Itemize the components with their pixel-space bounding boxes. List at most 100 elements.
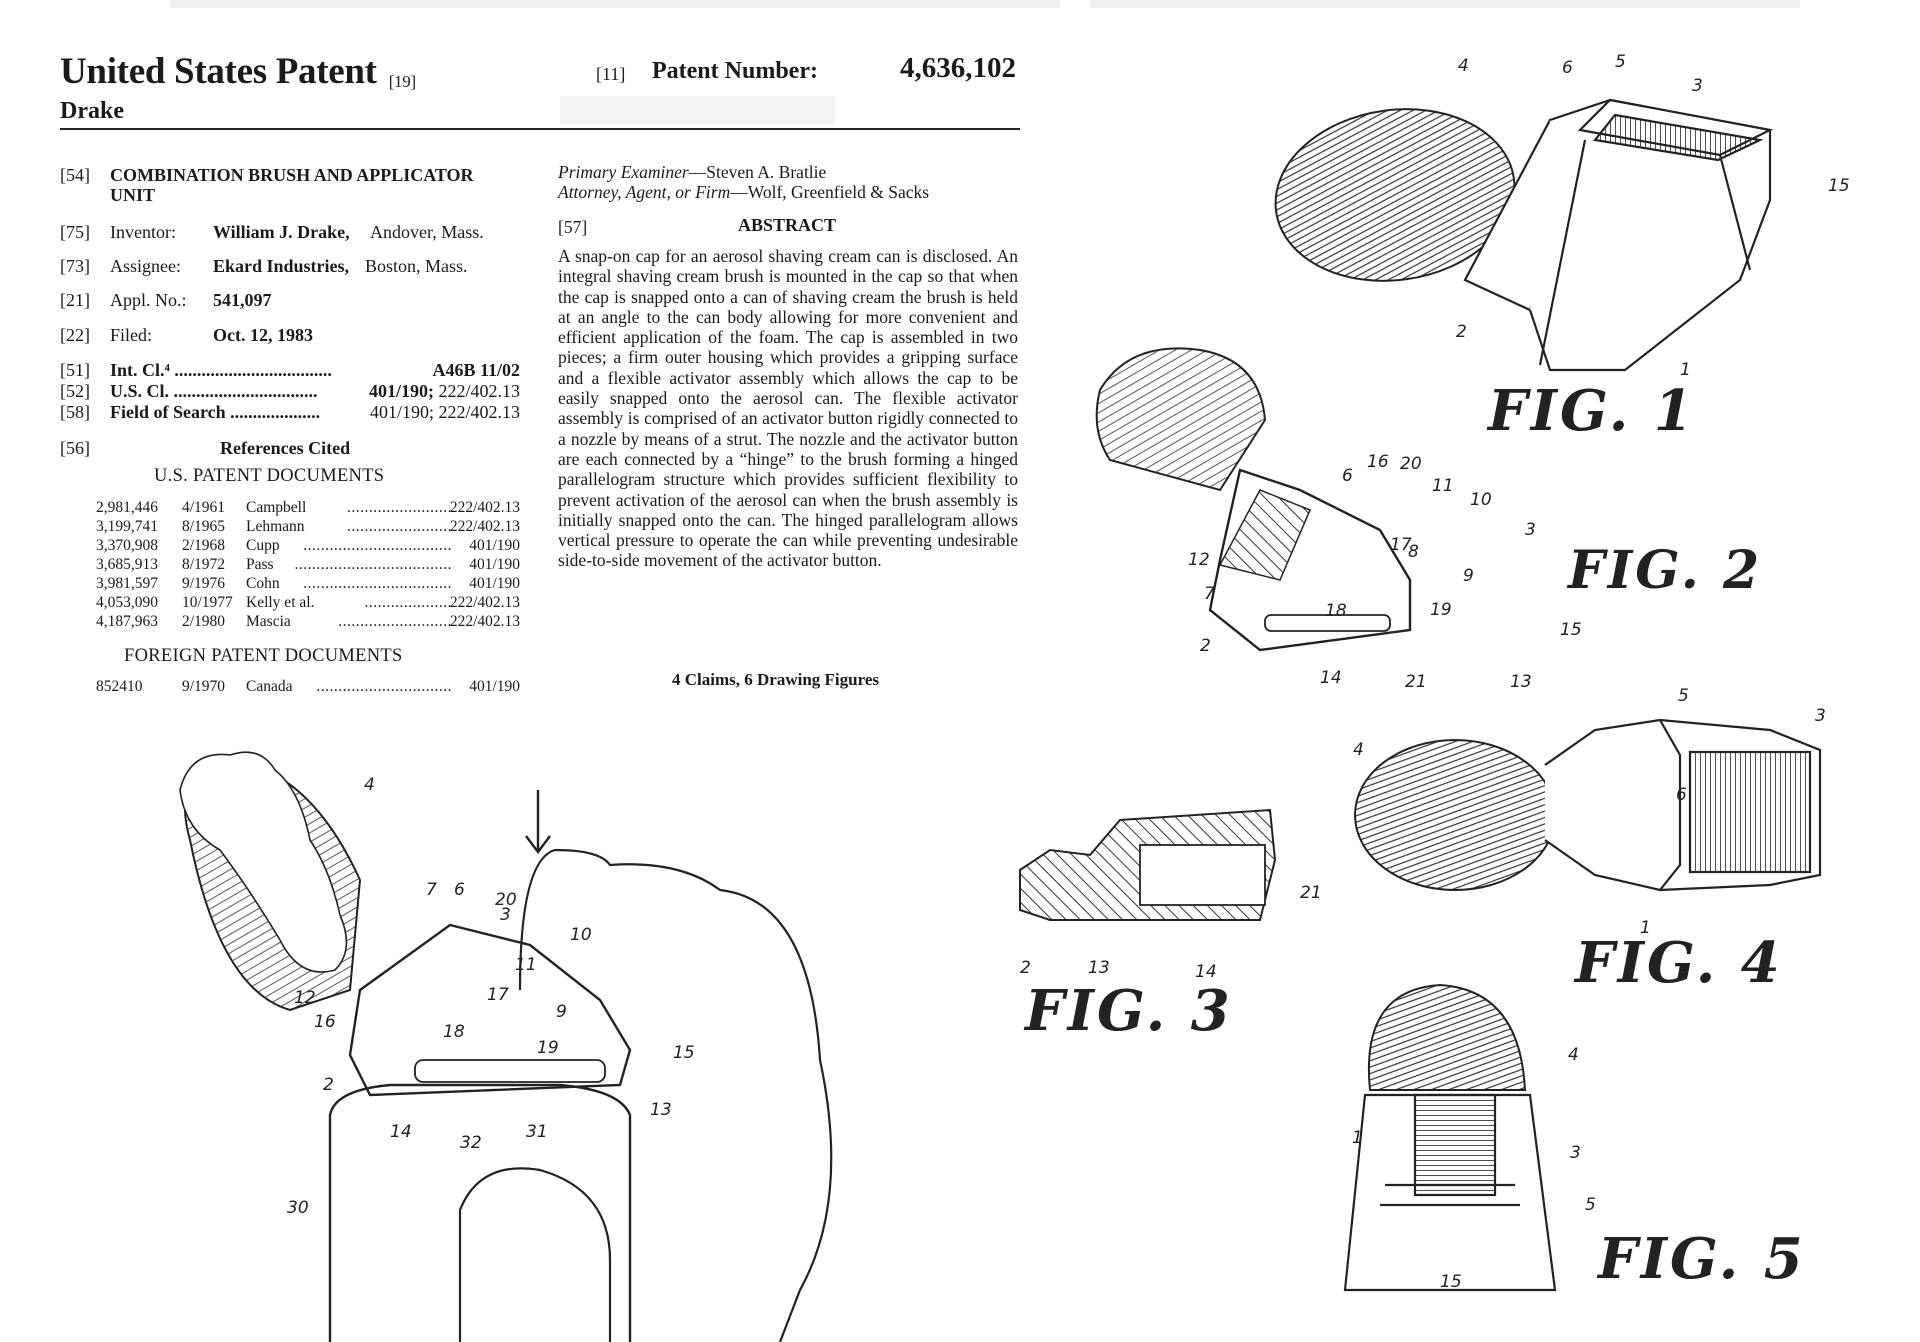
fig6-reference-numeral: 16 (314, 1012, 336, 1032)
fig2-reference-numeral: 11 (1432, 476, 1454, 496)
fig2-reference-numeral: 18 (1325, 601, 1347, 621)
fig2-reference-numeral: 10 (1470, 490, 1492, 510)
reference-number: 3,685,913 (96, 556, 158, 573)
fig1-reference-numeral: 6 (1562, 58, 1573, 78)
fig5-cap-body (1343, 1093, 1557, 1292)
fig4-brush-head (1354, 739, 1556, 891)
fig2-reference-numeral: 7 (1204, 584, 1215, 604)
reference-date: 2/1968 (182, 537, 226, 554)
fig5-drawing (1343, 983, 1557, 1292)
reference-leader: .................................. (303, 537, 452, 554)
reference-number: 3,370,908 (96, 537, 158, 554)
reference-row: 3,685,913 8/1972 Pass.....................… (96, 555, 520, 574)
fig4-reference-numeral: 6 (1676, 785, 1687, 805)
fig6-drawing (179, 751, 833, 1342)
patent-number-code: [11] (596, 64, 626, 84)
reference-name: Kelly et al. (246, 594, 315, 611)
reference-date: 10/1977 (182, 594, 233, 611)
reference-name: Pass (246, 556, 274, 573)
top-margin-strip-left (170, 0, 1060, 8)
reference-leader: .................................... (294, 556, 452, 573)
fig1-brush-head (1274, 108, 1516, 282)
fig6-reference-numeral: 11 (515, 955, 537, 975)
fig6-reference-numeral: 13 (650, 1100, 672, 1120)
fig1-reference-numeral: 15 (1828, 176, 1850, 196)
reference-date: 9/1970 (182, 678, 226, 695)
reference-name: Cupp (246, 537, 280, 554)
fig2-reference-numeral: 16 (1367, 452, 1389, 472)
reference-date: 9/1976 (182, 575, 226, 592)
reference-row: 3,370,908 2/1968 Cupp.....................… (96, 536, 520, 555)
fig4-drawing (1354, 718, 1822, 892)
fig1-cap-body (1463, 98, 1774, 372)
fig2-reference-numeral: 2 (1200, 636, 1211, 656)
fig1-reference-numeral: 4 (1458, 56, 1469, 76)
fig6-can (328, 1083, 632, 1342)
fig4-label: FIG. 4 (1575, 930, 1783, 996)
reference-class: 401/190 (469, 556, 520, 573)
patent-number-label: Patent Number: (652, 58, 818, 84)
fig6-foam (179, 751, 348, 973)
fig2-reference-numeral: 12 (1188, 550, 1210, 570)
fig4-reference-numeral: 5 (1678, 686, 1689, 706)
patent-number: 4,636,102 (900, 52, 1016, 84)
fig1-reference-numeral: 3 (1692, 76, 1703, 96)
fig5-label: FIG. 5 (1598, 1226, 1806, 1292)
reference-number: 4,187,963 (96, 613, 158, 630)
foreign-patent-documents-heading: FOREIGN PATENT DOCUMENTS (124, 646, 403, 666)
reference-leader: ............................... (316, 678, 452, 695)
fig6-cap-section (348, 923, 632, 1097)
header-rule (60, 128, 1020, 130)
top-margin-strip-right (1090, 0, 1800, 8)
fig6-reference-numeral: 3 (500, 905, 511, 925)
fig6-hand-outline (518, 848, 833, 1342)
attorney-agent-firm: Attorney, Agent, or Firm—Wolf, Greenfiel… (558, 182, 930, 202)
fig3-drawing (1019, 808, 1277, 921)
reference-number: 4,053,090 (96, 594, 158, 611)
reference-date: 8/1972 (182, 556, 226, 573)
inventor-surname: Drake (60, 98, 124, 124)
fig5-reference-numeral: 5 (1585, 1195, 1596, 1215)
fig2-reference-numeral: 21 (1405, 672, 1427, 692)
fig6-reference-numeral: 7 (426, 880, 437, 900)
reference-class: 401/190 (469, 678, 520, 695)
abstract-text: A snap-on cap for an aerosol shaving cre… (558, 246, 1018, 571)
reference-leader: ........................ (347, 499, 452, 516)
reference-number: 2,981,446 (96, 499, 158, 516)
reference-class: 222/402.13 (449, 613, 520, 630)
fig2-reference-numeral: 15 (1560, 620, 1582, 640)
fig2-reference-numeral: 3 (1525, 520, 1536, 540)
fig2-reference-numeral: 17 (1390, 535, 1412, 555)
fig1-label: FIG. 1 (1488, 378, 1696, 444)
fig6-reference-numeral: 19 (537, 1038, 559, 1058)
reference-number: 852410 (96, 678, 143, 695)
fig6-reference-numeral: 15 (673, 1043, 695, 1063)
fig3-reference-numeral: 14 (1195, 962, 1217, 982)
fig6-reference-numeral: 18 (443, 1022, 465, 1042)
fig2-reference-numeral: 8 (1408, 542, 1419, 562)
fig6-reference-numeral: 14 (390, 1122, 412, 1142)
fig1-reference-numeral: 5 (1615, 52, 1626, 72)
fig4-cap-body (1544, 718, 1822, 892)
reference-number: 3,981,597 (96, 575, 158, 592)
fig5-brush-head (1367, 983, 1527, 1091)
fig6-reference-numeral: 30 (287, 1198, 309, 1218)
fig2-drawing (1095, 347, 1412, 652)
fig2-reference-numeral: 19 (1430, 600, 1452, 620)
reference-leader: ........................ (347, 518, 452, 535)
field-54: [54] COMBINATION BRUSH AND APPLICATOR UN… (60, 165, 474, 205)
fig6-reference-numeral: 17 (487, 985, 509, 1005)
fig5-reference-numeral: 3 (1570, 1143, 1581, 1163)
abstract-heading: ABSTRACT (738, 215, 837, 235)
fig2-cap-section (1208, 468, 1412, 652)
fig2-reference-numeral: 6 (1342, 466, 1353, 486)
fig6-reference-numeral: 31 (526, 1122, 548, 1142)
reference-class: 222/402.13 (449, 499, 520, 516)
fig4-reference-numeral: 1 (1640, 918, 1651, 938)
primary-examiner: Primary Examiner—Steven A. Bratlie (558, 162, 827, 182)
